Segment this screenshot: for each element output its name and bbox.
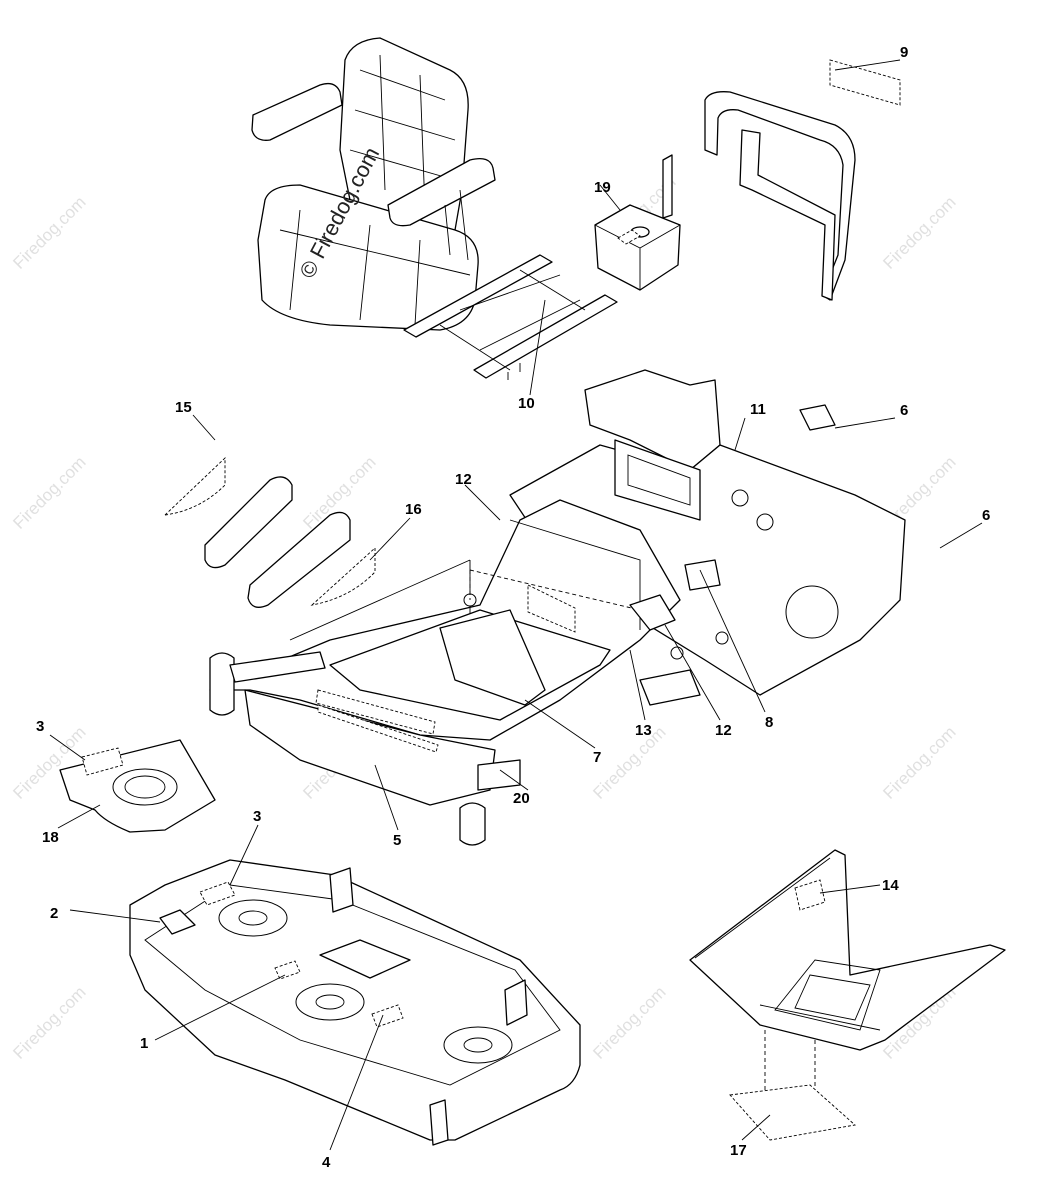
watermark: Firedog.com [879,193,959,273]
callout-2: 2 [50,905,58,922]
callout-10: 10 [518,395,535,412]
callout-9: 9 [900,44,908,61]
rollover-bar [662,59,901,301]
leader-lines [49,59,983,1151]
callout-17: 17 [730,1142,747,1159]
callout-13: 13 [635,722,652,739]
callout-11: 11 [750,401,766,418]
main-frame [209,369,906,846]
callout-3: 3 [36,718,44,735]
callout-18: 18 [42,829,59,846]
fuel-tank [594,204,681,291]
callout-6: 6 [900,402,908,419]
watermark: Firedog.com [589,983,669,1063]
callouts: 9 19 10 11 6 6 15 16 12 13 12 8 7 20 5 3… [36,44,990,1171]
callout-4: 4 [322,1154,331,1171]
callout-15: 15 [175,399,192,416]
watermark: Firedog.com [9,983,89,1063]
callout-7: 7 [593,749,601,766]
callout-1: 1 [140,1035,148,1052]
callout-12: 12 [715,722,732,739]
callout-16: 16 [405,501,422,518]
callout-14: 14 [882,877,899,894]
callout-20: 20 [513,790,530,807]
callout-6: 6 [982,507,990,524]
watermark: Firedog.com [879,723,959,803]
watermark: Firedog.com [9,453,89,533]
seat-frame [403,254,618,380]
floor-plate [689,849,1006,1141]
callout-3: 3 [253,808,261,825]
callout-12: 12 [455,471,472,488]
side-plates [163,456,376,608]
watermark: Firedog.com [9,193,89,273]
callout-8: 8 [765,714,773,731]
callout-5: 5 [393,832,401,849]
seat [251,37,496,331]
callout-19: 19 [594,179,611,196]
watermark: Firedog.com [589,723,669,803]
mower-deck [129,859,581,1146]
floor-pan [59,739,216,833]
